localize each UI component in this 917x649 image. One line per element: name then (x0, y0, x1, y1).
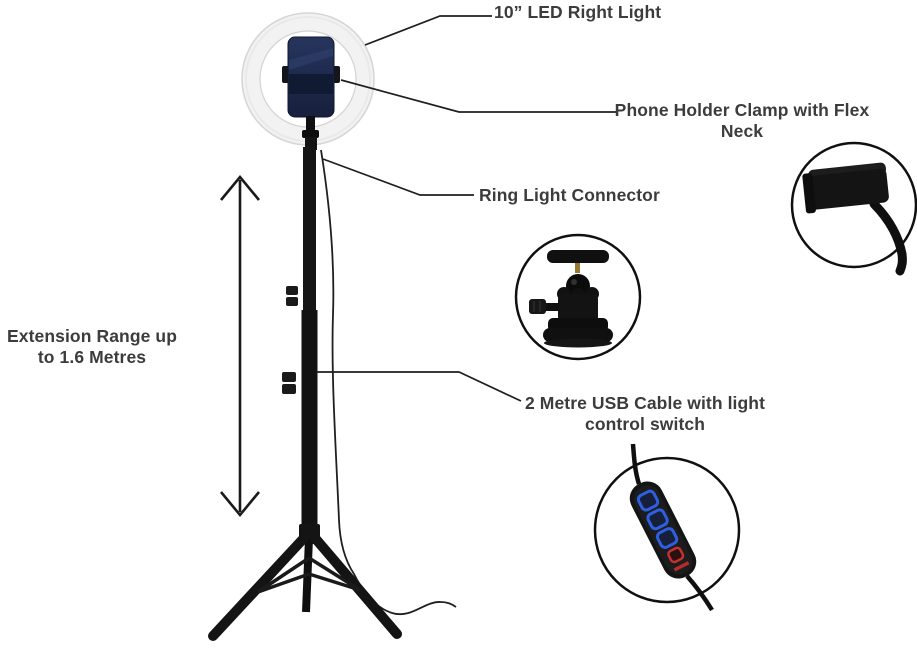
callout-line-ring-connector (322, 158, 474, 196)
ring-light-connector (302, 116, 319, 150)
callout-line-phone-holder (340, 79, 618, 113)
phone (282, 36, 340, 118)
label-usb-cable: 2 Metre USB Cable with light control swi… (524, 393, 766, 434)
remote-cable-out (685, 574, 714, 612)
flex-neck (869, 199, 907, 276)
blue-button-2 (646, 508, 669, 531)
callout-line-led-light (364, 15, 492, 46)
remote-cable-in (630, 443, 642, 485)
pole-clamp-upper (286, 286, 298, 306)
phone-clamp (802, 162, 889, 214)
ball-head-inset (514, 233, 642, 361)
phone-clamp-tab-left (282, 66, 289, 83)
blue-button-1 (636, 489, 660, 512)
tripod-legs (208, 524, 402, 641)
red-label-mark (673, 561, 690, 572)
label-extension-range: Extension Range up to 1.6 Metres (6, 326, 177, 367)
usb-remote (629, 481, 697, 579)
ball-head-knob (529, 299, 546, 314)
label-led-light: 10” LED Right Light (494, 2, 662, 22)
blue-button-3 (655, 527, 679, 549)
pole-clamp-lower (282, 372, 296, 394)
red-button (667, 546, 685, 564)
ball-head-knob-stem (545, 303, 559, 311)
callout-line-usb-cable (316, 371, 522, 402)
extension-arrow (219, 174, 261, 518)
stand-pole (282, 147, 318, 538)
usb-remote-inset (593, 443, 741, 612)
label-phone-holder: Phone Holder Clamp with Flex Neck (614, 100, 870, 141)
phone-clamp-tab-right (333, 66, 340, 83)
label-ring-connector: Ring Light Connector (479, 185, 660, 205)
power-cable (320, 149, 457, 616)
phone-clamp-inset (790, 141, 917, 276)
